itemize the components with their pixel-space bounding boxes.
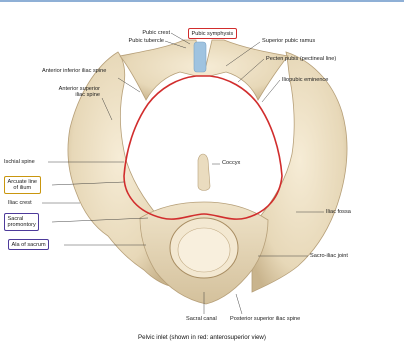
figure-caption: Pelvic inlet (shown in red: anterosuperi…	[0, 334, 404, 341]
label-arcuate-line: Arcuate line of ilium	[4, 176, 41, 194]
label-sacro-iliac-joint: Sacro-iliac joint	[310, 253, 348, 259]
label-iliac-fossa: Iliac fossa	[326, 209, 351, 215]
label-sacral-promontory: Sacral promontory	[4, 213, 39, 231]
label-pubic-symphysis: Pubic symphysis	[188, 28, 237, 39]
label-iliopubic-eminence: Iliopubic eminence	[282, 77, 328, 83]
label-anterior-inferior-iliac-spine: Anterior inferior iliac spine	[42, 68, 106, 74]
pubic-symphysis-cartilage	[194, 42, 206, 72]
label-coccyx: Coccyx	[222, 160, 240, 166]
s1-inner-surface	[178, 228, 230, 272]
label-pubic-tubercle: Pubic tubercle	[112, 38, 164, 44]
label-sacral-canal: Sacral canal	[186, 316, 217, 322]
label-pecten-pubis: Pecten pubis (pectineal line)	[266, 56, 336, 62]
coccyx-bone	[198, 154, 210, 191]
label-pubic-crest: Pubic crest	[120, 30, 170, 36]
label-posterior-superior-iliac-spine: Posterior superior iliac spine	[230, 316, 300, 322]
label-superior-pubic-ramus: Superior pubic ramus	[262, 38, 315, 44]
label-ala-of-sacrum: Ala of sacrum	[8, 239, 49, 250]
label-ischial-spine: Ischial spine	[4, 159, 35, 165]
label-iliac-crest: Iliac crest	[8, 200, 32, 206]
label-anterior-superior-iliac-spine: Anterior superior iliac spine	[40, 86, 100, 99]
